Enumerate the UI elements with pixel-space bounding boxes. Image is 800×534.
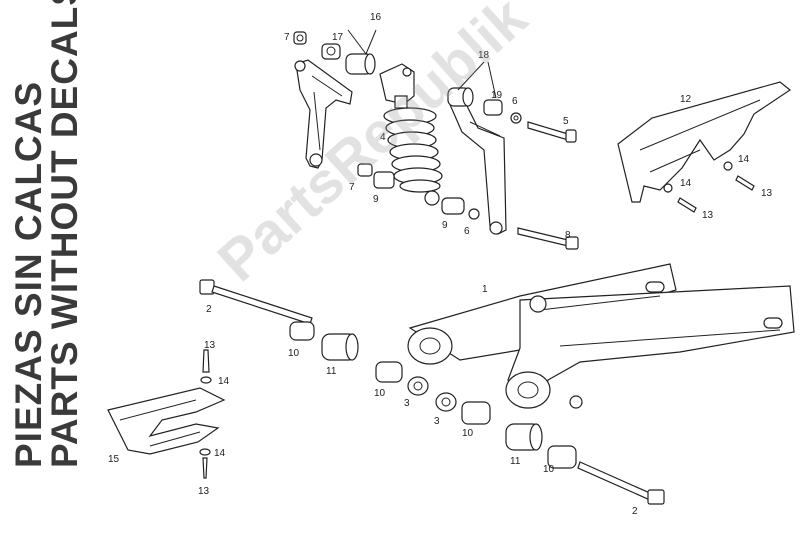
callout-13-left-bottom: 13 — [198, 486, 210, 497]
bushing-16 — [345, 53, 376, 75]
chain-slider — [107, 387, 226, 455]
screw-13-left-top — [200, 349, 212, 384]
bushing-11-left — [321, 333, 359, 361]
shock-absorber — [379, 63, 443, 206]
swingarm — [407, 263, 795, 409]
spacer-9-mid — [373, 171, 395, 189]
callout-4: 4 — [380, 132, 386, 143]
bushing-10-left — [289, 321, 315, 341]
bolt-8 — [517, 227, 579, 250]
callout-10-low: 10 — [543, 464, 555, 475]
callout-9-mid: 9 — [373, 194, 379, 205]
callout-8: 8 — [565, 230, 571, 241]
spacer-7-mid — [357, 163, 373, 177]
leader-lines — [347, 29, 497, 99]
bushing-10-right — [461, 401, 491, 425]
callout-17: 17 — [332, 32, 344, 43]
bushing-19 — [447, 87, 474, 107]
washer-6-lower — [468, 208, 480, 220]
callout-6-top: 6 — [512, 96, 518, 107]
callout-2-right: 2 — [632, 506, 638, 517]
spacer-17 — [321, 43, 341, 60]
spacer-top-right — [483, 99, 503, 116]
callout-14-right-a: 14 — [738, 154, 750, 165]
screw-13-right-mid — [663, 183, 697, 213]
linkage-bracket-right — [447, 91, 507, 235]
spacer-3-b — [435, 392, 457, 412]
callout-15: 15 — [108, 454, 120, 465]
callout-5: 5 — [563, 116, 569, 127]
callout-19: 19 — [491, 90, 503, 101]
callout-7-mid: 7 — [349, 182, 355, 193]
callout-14-left-top: 14 — [218, 376, 230, 387]
callout-16: 16 — [370, 12, 382, 23]
callout-10-mid: 10 — [374, 388, 386, 399]
bushing-10-low — [547, 445, 577, 469]
side-title-english: PARTS WITHOUT DECALS — [44, 0, 85, 468]
callout-14-right-b: 14 — [680, 178, 692, 189]
callout-13-right-b: 13 — [702, 210, 714, 221]
callout-3-b: 3 — [434, 416, 440, 427]
screw-washer-14-right — [723, 161, 755, 191]
callout-10-left: 10 — [288, 348, 300, 359]
callout-12: 12 — [680, 94, 692, 105]
bushing-9-lower — [441, 197, 465, 215]
callout-13-left-top: 13 — [204, 340, 216, 351]
callout-9-lower: 9 — [442, 220, 448, 231]
spacer-7-top — [293, 31, 307, 45]
bushing-10-mid — [375, 361, 403, 383]
bolt-5 — [527, 121, 577, 143]
callout-13-right-a: 13 — [761, 188, 773, 199]
screw-13-left-bottom — [199, 448, 211, 479]
callout-1: 1 — [482, 284, 488, 295]
washer-6-top — [510, 112, 522, 124]
callout-7-top: 7 — [284, 32, 290, 43]
chain-guard — [617, 81, 792, 203]
axle-bolt-right — [577, 461, 665, 505]
linkage-bracket-left — [294, 59, 353, 169]
callout-11-left: 11 — [326, 366, 337, 377]
callout-10-right: 10 — [462, 428, 474, 439]
bushing-11-right — [505, 423, 543, 451]
callout-3-a: 3 — [404, 398, 410, 409]
callout-18: 18 — [478, 50, 490, 61]
callout-11-right: 11 — [510, 456, 521, 467]
spacer-3-a — [407, 376, 429, 396]
callout-6-lower: 6 — [464, 226, 470, 237]
callout-14-left-bottom: 14 — [214, 448, 226, 459]
callout-2-left: 2 — [206, 304, 212, 315]
